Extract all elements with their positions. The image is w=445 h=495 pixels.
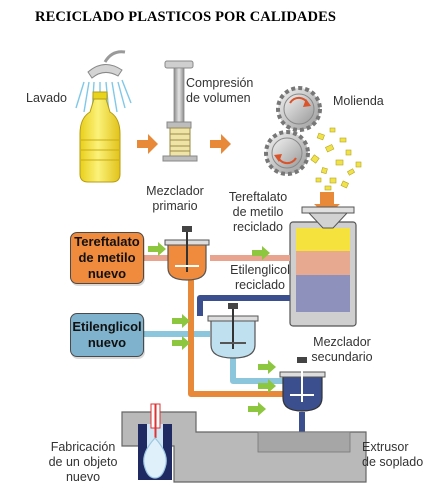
gear-icon — [264, 86, 322, 176]
box-line: nuevo — [87, 335, 127, 350]
press-icon — [162, 60, 198, 162]
diagram-title: RECICLADO PLASTICOS POR CALIDADES — [35, 9, 337, 25]
box-line: Etilenglicol — [72, 319, 142, 334]
label-fabricacion: Fabricación de un objeto nuevo — [40, 440, 126, 485]
label-line: de volumen — [186, 91, 251, 105]
label-line: Extrusor — [362, 440, 409, 454]
bottle-icon — [79, 91, 121, 183]
label-line: Tereftalato — [228, 190, 288, 204]
label-line: secundario — [311, 350, 373, 364]
label-molienda: Molienda — [333, 94, 384, 108]
label-line: Etilenglicol — [230, 263, 290, 277]
flakes-icon — [310, 127, 362, 191]
bottle-mold-icon — [138, 403, 172, 480]
box-line: Tereftalato — [74, 234, 140, 249]
label-compresion: Compresión de volumen — [186, 76, 253, 106]
shower-icon — [75, 50, 132, 116]
label-line: de soplado — [362, 455, 424, 469]
mixer-icon — [207, 303, 259, 359]
hopper-icon — [289, 206, 357, 327]
label-line: primario — [152, 199, 198, 213]
label-line: reciclado — [234, 278, 286, 292]
box-line: de metilo — [78, 250, 136, 265]
label-line: Fabricación — [50, 440, 116, 454]
label-line: de un objeto — [48, 455, 118, 469]
label-line: reciclado — [232, 220, 284, 234]
label-extrusor: Extrusor de soplado — [362, 440, 423, 470]
label-line: de metilo — [232, 205, 284, 219]
label-etilenglicol-reciclado: Etilenglicol reciclado — [220, 263, 300, 293]
tereftalato-nuevo-box: Tereftalato de metilo nuevo — [70, 232, 144, 284]
mixer-icon — [279, 357, 326, 412]
label-lavado: Lavado — [26, 91, 68, 105]
etilenglicol-nuevo-box: Etilenglicol nuevo — [70, 313, 144, 357]
green-flow-arrows — [148, 242, 276, 416]
label-line: nuevo — [65, 470, 101, 484]
label-tereftalato-reciclado: Tereftalato de metilo reciclado — [218, 190, 298, 235]
label-mezclador-secundario: Mezclador secundario — [302, 335, 382, 365]
mixer-icon — [164, 226, 210, 281]
label-line: Compresión — [186, 76, 254, 90]
label-line: Mezclador — [146, 184, 204, 198]
label-mezclador-primario: Mezclador primario — [140, 184, 210, 214]
label-line: Mezclador — [313, 335, 371, 349]
box-line: nuevo — [87, 266, 127, 281]
